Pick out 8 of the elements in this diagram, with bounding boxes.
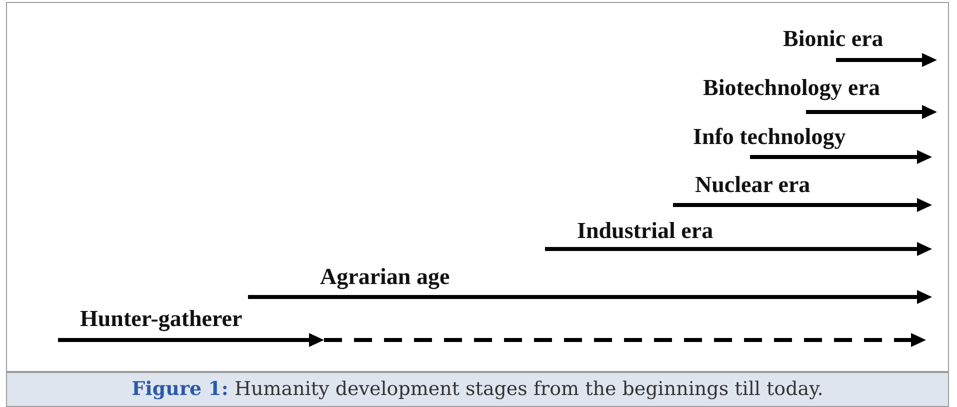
era-label: Info technology — [693, 124, 846, 150]
era-label: Hunter-gatherer — [80, 306, 242, 332]
era-label: Agrarian age — [320, 264, 450, 290]
figure-caption: Figure 1: Humanity development stages from the beginnings till today. — [6, 372, 949, 407]
era-label: Industrial era — [577, 218, 714, 244]
era-label: Bionic era — [783, 26, 884, 52]
era-label: Biotechnology era — [703, 75, 880, 101]
era-label: Nuclear era — [695, 172, 810, 198]
